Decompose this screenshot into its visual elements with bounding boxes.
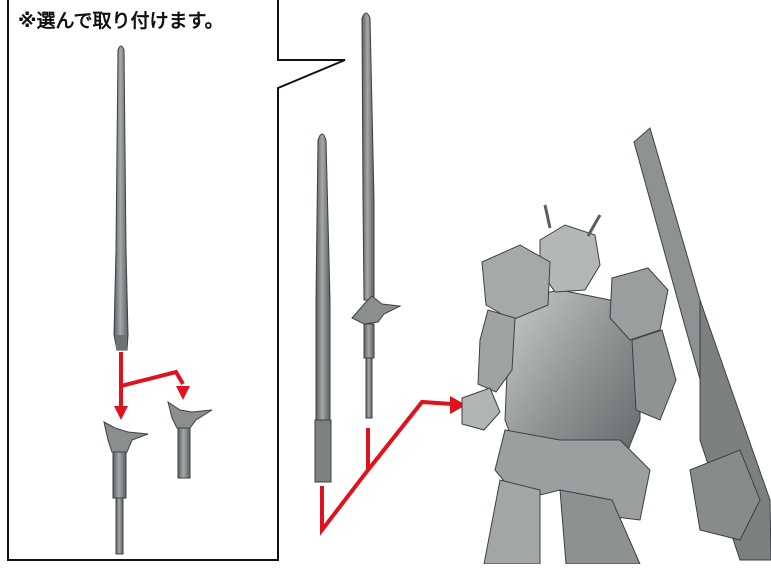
hilt-guard-b-part [167,400,213,479]
hilt-guard-a-part [103,421,149,555]
short-blade-part [314,133,332,483]
arrow-head-hand [450,396,466,414]
arrow-head-right [176,386,190,400]
selection-note: ※選んで取り付けます。 [18,10,224,32]
tall-spear-part [351,12,402,419]
attach-arrow [320,399,453,536]
arrow-head-left [114,406,128,420]
callout-panel [7,0,346,561]
long-blade-part [113,45,129,351]
mobile-suit-figure [461,127,771,565]
selection-arrows [119,352,185,408]
